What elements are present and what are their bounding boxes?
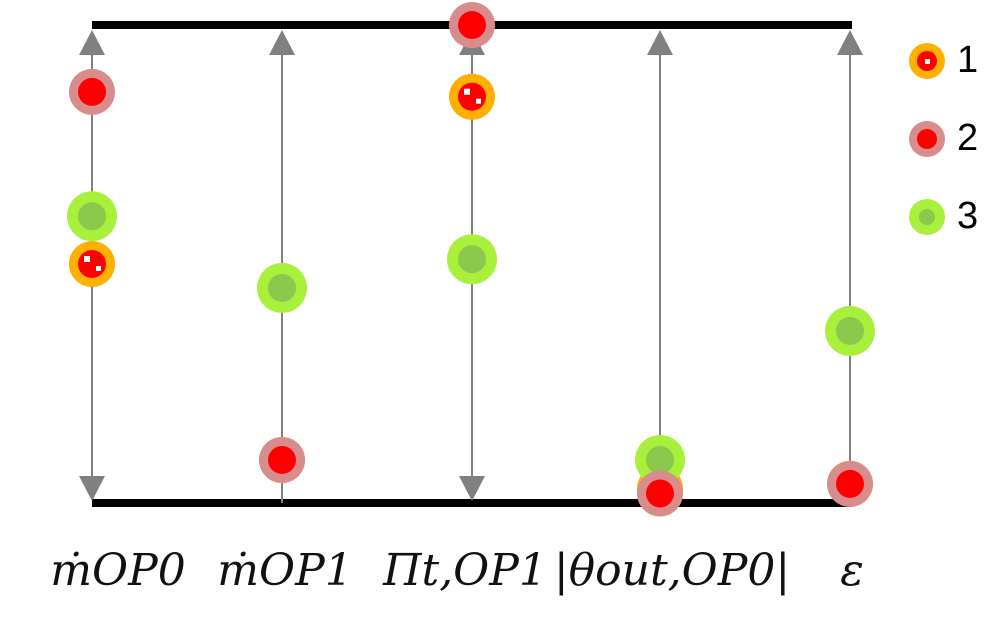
point-series-3-3: [635, 434, 685, 485]
axis-label-m-op1: ṁOP1: [217, 545, 353, 596]
legend-label-2: 2: [957, 117, 979, 159]
point-series-2-0: [69, 68, 115, 115]
point-series-2-1: [259, 436, 305, 483]
legend-marker-3: [909, 199, 945, 235]
point-series-1-0: [69, 241, 115, 287]
axis-label-theta-out-op0: |θout,OP0|: [553, 545, 791, 596]
legend-item-2: 2: [905, 116, 1005, 160]
axis-arrow-up-0: [79, 30, 105, 55]
legend-label-1: 1: [957, 39, 979, 81]
axis-arrow-down-2: [459, 476, 485, 501]
point-series-2-2: [449, 2, 495, 48]
point-series-3-0: [67, 191, 117, 242]
axis-arrow-up-1: [269, 30, 295, 55]
legend-marker-1: [909, 43, 945, 79]
point-series-1-2: [449, 73, 495, 120]
point-series-3-4: [825, 305, 875, 356]
parallel-coordinates-plot: [67, 2, 875, 517]
legend-marker-2: [909, 121, 945, 157]
axis-arrow-down-0: [79, 476, 105, 501]
axis-label-pi-t-op1: Πt,OP1: [383, 545, 547, 596]
axis-labels: ṁOP0 ṁOP1 Πt,OP1 |θout,OP0| ε: [0, 545, 1008, 620]
point-series-2-3: [637, 470, 683, 517]
axis-label-epsilon: ε: [840, 545, 864, 596]
point-series-2-4: [827, 460, 873, 507]
legend-item-3: 3: [905, 194, 1005, 238]
legend-item-1: 1: [905, 38, 1005, 82]
axis-arrow-up-4: [837, 30, 863, 55]
legend-label-3: 3: [957, 195, 979, 237]
axis-arrow-up-3: [647, 30, 673, 55]
point-series-3-2: [447, 234, 497, 285]
point-series-3-1: [257, 262, 307, 313]
axis-label-m-op0: ṁOP0: [50, 545, 186, 596]
